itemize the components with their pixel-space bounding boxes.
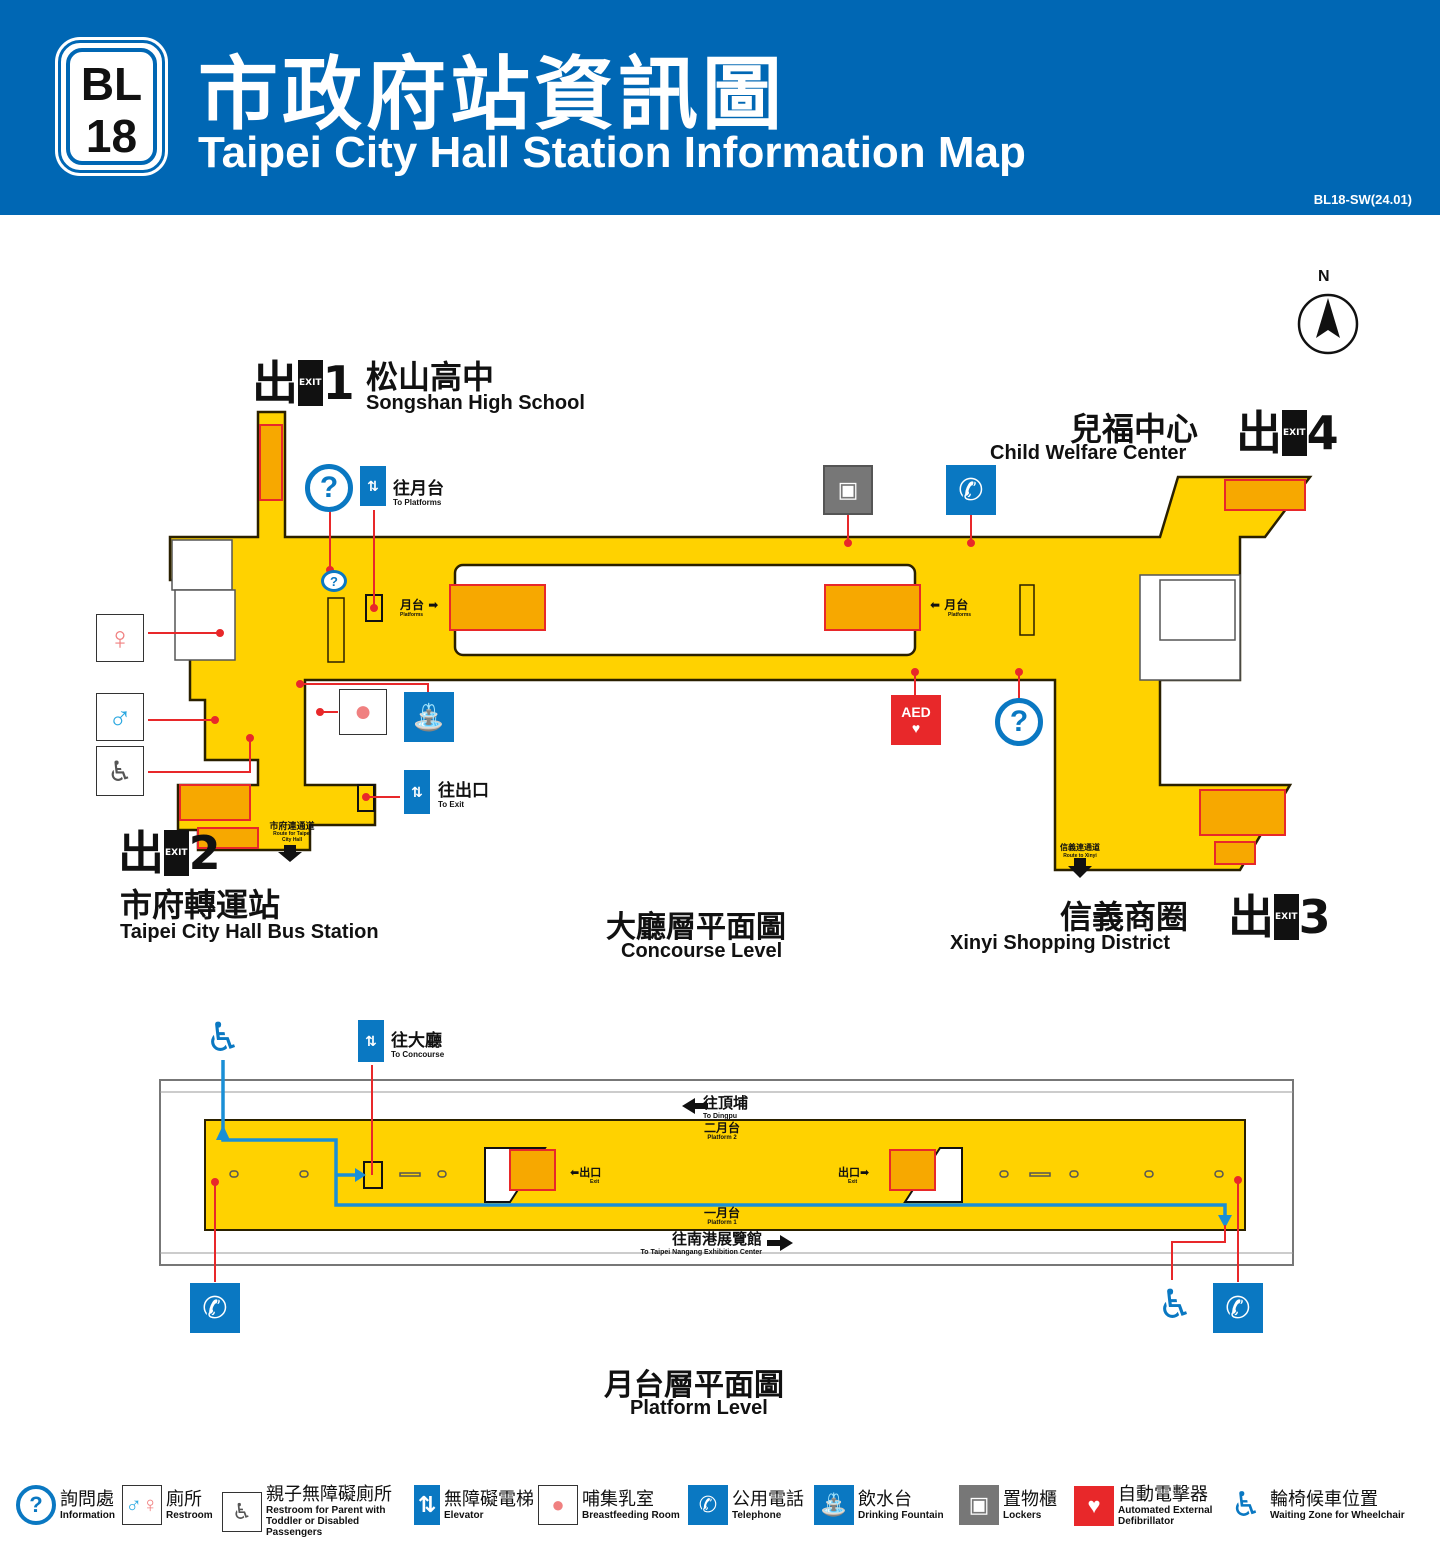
- escalator-platform-left: [509, 1149, 556, 1191]
- exit-2-name-en: Taipei City Hall Bus Station: [120, 921, 379, 943]
- escalator-exit3b: [1214, 841, 1256, 865]
- wheelchair-icon: ♿: [1230, 1486, 1262, 1524]
- information-icon: ?: [305, 464, 353, 512]
- arrow-exit2-passage: [278, 845, 302, 862]
- restroom-female-icon: ♀: [96, 614, 144, 662]
- exit-3-name-zh: 信義商圈: [1060, 898, 1189, 936]
- platform-title-en: Platform Level: [630, 1397, 768, 1419]
- exit-1-marker: 出EXIT1: [252, 356, 355, 410]
- platform-title-zh: 月台層平面圖: [604, 1368, 784, 1403]
- platform-exit-sign-right: 出口➡Exit: [838, 1166, 870, 1185]
- map-code: BL18-SW(24.01): [1313, 192, 1412, 207]
- exit-1-name-en: Songshan High School: [366, 392, 585, 414]
- drinking-fountain-icon: ⛲: [404, 692, 454, 742]
- exit-2-name-zh: 市府轉運站: [120, 886, 281, 924]
- lockers-icon: ▣: [959, 1485, 999, 1525]
- aed-icon: AED♥: [891, 695, 941, 745]
- north-arrow-icon: [1297, 293, 1359, 355]
- breastfeeding-icon: ●: [538, 1485, 578, 1525]
- telephone-icon: ✆: [1213, 1283, 1263, 1333]
- drinking-fountain-icon: ⛲: [814, 1485, 854, 1525]
- exit-4-name-zh: 兒福中心: [1070, 410, 1199, 448]
- exit-3-marker: 出EXIT3: [1228, 890, 1331, 944]
- escalators: [179, 424, 1306, 865]
- telephone-icon: ✆: [190, 1283, 240, 1333]
- concourse-title-en: Concourse Level: [621, 940, 783, 962]
- page-title-en: Taipei City Hall Station Information Map: [198, 128, 1026, 177]
- family-restroom-icon: ♿: [222, 1491, 262, 1532]
- wheelchair-icon: ♿: [1157, 1283, 1193, 1327]
- escalator-exit4: [1224, 479, 1306, 511]
- wheelchair-icon: ♿: [205, 1016, 241, 1060]
- exit-1-name-zh: 松山高中: [366, 358, 495, 396]
- concourse-floor-plan: [148, 410, 1313, 878]
- information-icon: ?: [995, 698, 1043, 746]
- elevator-icon: ⇅: [358, 1020, 384, 1062]
- escalator-exit2: [179, 784, 251, 821]
- telephone-icon: ✆: [946, 465, 996, 515]
- station-number: 18: [85, 110, 138, 162]
- escalator-platform-right: [889, 1149, 936, 1191]
- escalator-exit3: [1199, 789, 1286, 836]
- arrow-exit3-passage: [1068, 858, 1092, 878]
- line-code: BL: [80, 58, 143, 110]
- escalator-right: [824, 584, 921, 631]
- compass-label: N: [1318, 268, 1330, 285]
- restroom-icon: ♂♀: [122, 1485, 162, 1525]
- elevator-icon: ⇅: [414, 1485, 440, 1525]
- breastfeeding-icon: ●: [339, 689, 387, 735]
- restroom-male-icon: ♂: [96, 693, 144, 741]
- escalator-exit1: [259, 424, 283, 501]
- escalator-exit2b: [197, 827, 259, 849]
- elevator-icon: ⇅: [404, 770, 430, 814]
- exit-3-name-en: Xinyi Shopping District: [950, 932, 1171, 954]
- concourse-title-zh: 大廳層平面圖: [606, 910, 786, 945]
- exit-2-marker: 出EXIT2: [118, 826, 221, 880]
- elevator-icon: ⇅: [360, 466, 386, 506]
- information-icon: ?: [16, 1485, 56, 1525]
- page-title-zh: 市政府站資訊圖: [198, 48, 786, 141]
- escalator-left: [449, 584, 546, 631]
- platform-sign-left: 月台 ➡Platforms: [400, 598, 439, 618]
- exit-4-name-en: Child Welfare Center: [990, 442, 1187, 464]
- information-counter-icon: ?: [321, 570, 347, 592]
- telephone-icon: ✆: [688, 1485, 728, 1525]
- family-restroom-icon: ♿: [96, 746, 144, 796]
- exit-4-marker: 出EXIT4: [1236, 406, 1339, 460]
- lockers-icon: ▣: [823, 465, 873, 515]
- platform-floor-plan: [159, 1060, 1294, 1282]
- aed-icon: ♥: [1074, 1486, 1114, 1526]
